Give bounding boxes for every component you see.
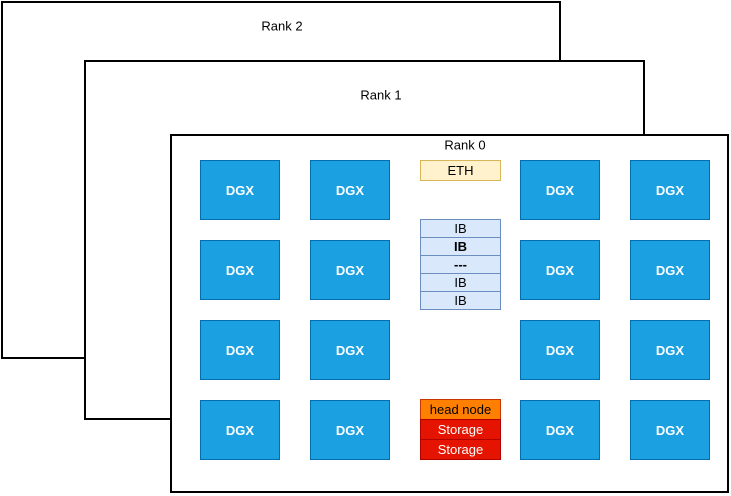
rank-1-label: Rank 1 xyxy=(360,87,402,103)
ib-switch-node-4: IB xyxy=(420,273,501,292)
head-storage-stack: head node Storage Storage xyxy=(420,399,501,460)
ib-switch-node-2: IB xyxy=(420,237,501,256)
ib-switch-node-5: IB xyxy=(420,291,501,310)
storage-node-1: Storage xyxy=(420,419,501,440)
dgx-node-r1c2: DGX xyxy=(310,160,390,220)
dgx-node-r1c1: DGX xyxy=(200,160,280,220)
dgx-node-r2c1: DGX xyxy=(200,240,280,300)
dgx-node-r2c3: DGX xyxy=(520,240,600,300)
rank-0-label: Rank 0 xyxy=(444,137,486,153)
dgx-node-r2c4: DGX xyxy=(630,240,710,300)
head-node: head node xyxy=(420,399,501,420)
rank-0-panel: Rank 0 DGX DGX ETH DGX DGX DGX DGX IB IB… xyxy=(170,134,729,493)
dgx-node-r4c1: DGX xyxy=(200,400,280,460)
dgx-node-r3c3: DGX xyxy=(520,320,600,380)
dgx-node-r1c4: DGX xyxy=(630,160,710,220)
dgx-node-r3c4: DGX xyxy=(630,320,710,380)
ib-switch-ellipsis: --- xyxy=(420,255,501,274)
eth-switch-node: ETH xyxy=(420,160,501,181)
ib-switch-node-1: IB xyxy=(420,219,501,238)
storage-node-2: Storage xyxy=(420,439,501,460)
dgx-node-r3c2: DGX xyxy=(310,320,390,380)
dgx-node-r4c2: DGX xyxy=(310,400,390,460)
rank-2-label: Rank 2 xyxy=(261,18,303,34)
dgx-node-r4c4: DGX xyxy=(630,400,710,460)
dgx-node-r1c3: DGX xyxy=(520,160,600,220)
dgx-node-r4c3: DGX xyxy=(520,400,600,460)
dgx-node-r2c2: DGX xyxy=(310,240,390,300)
dgx-node-r3c1: DGX xyxy=(200,320,280,380)
ib-switch-stack: IB IB --- IB IB xyxy=(420,219,501,310)
